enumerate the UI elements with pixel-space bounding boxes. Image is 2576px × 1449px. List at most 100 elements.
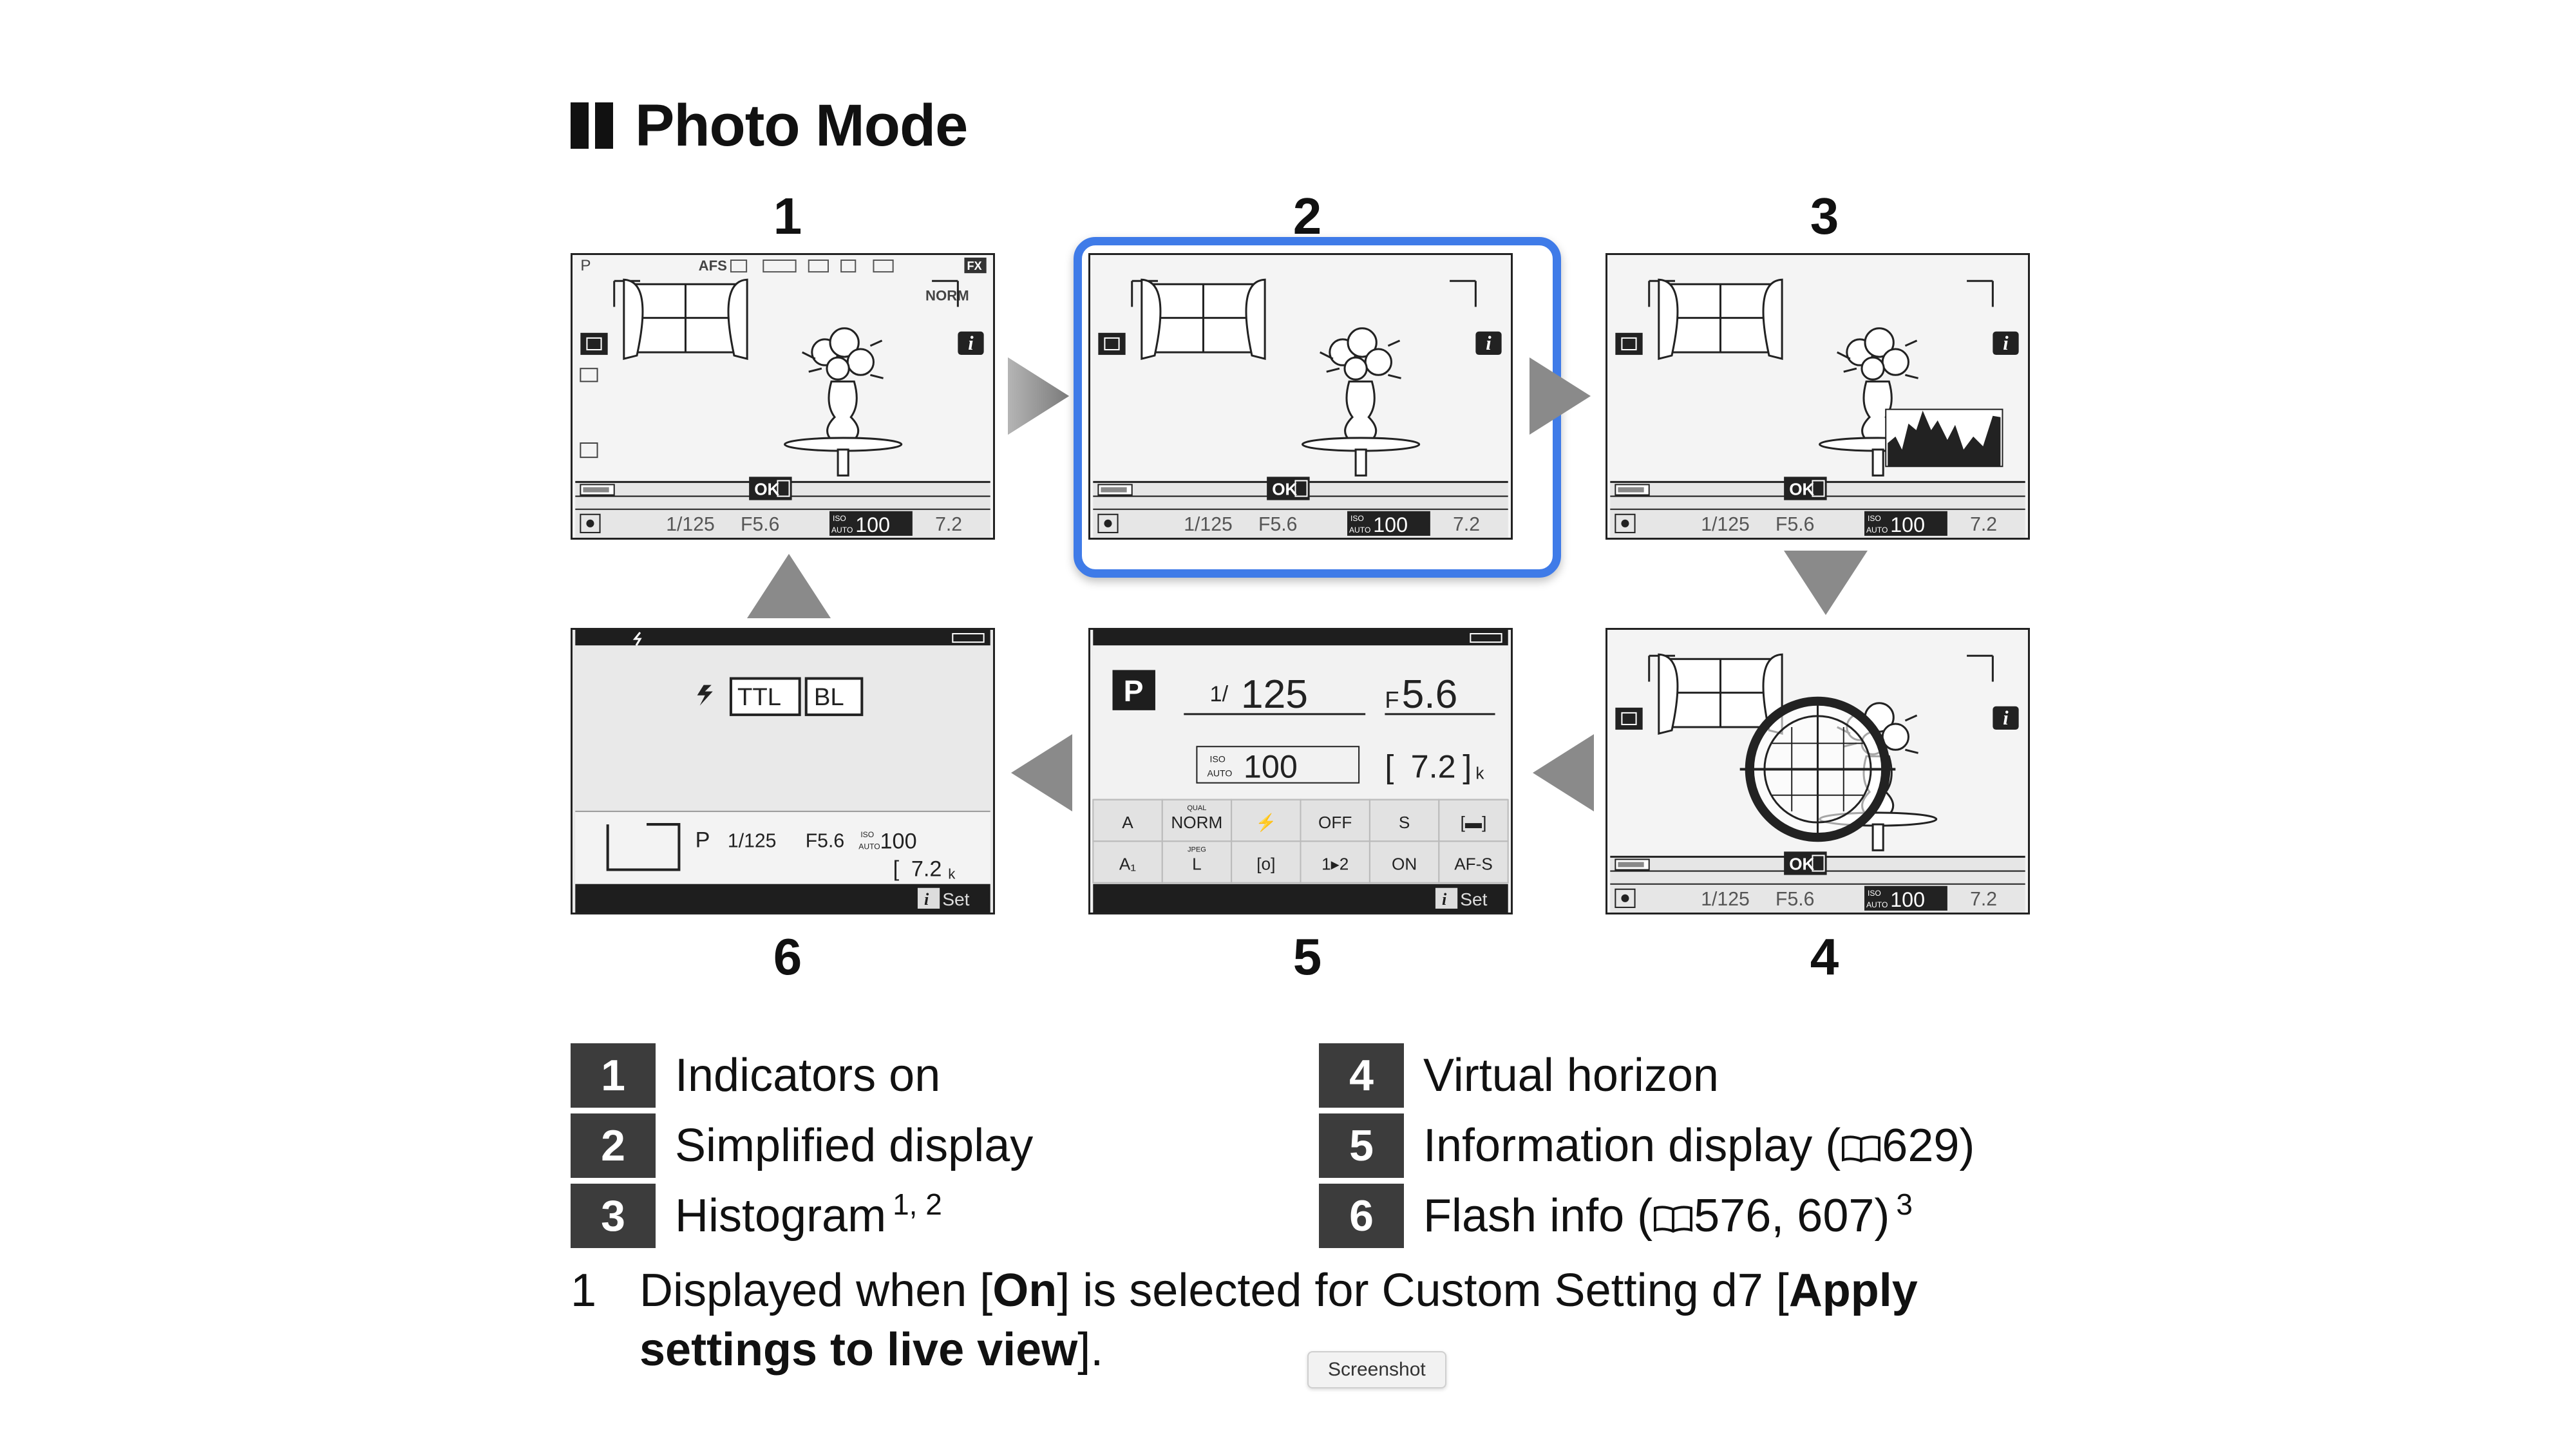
svg-text:7.2: 7.2 <box>1970 889 1997 910</box>
shots-readout: 7.2 <box>935 514 962 535</box>
legend-label: Flash info (576, 607)3 <box>1423 1188 1913 1242</box>
svg-text:100: 100 <box>1890 888 1925 911</box>
screen-number-1: 1 <box>773 187 802 245</box>
info-grid-value: A <box>1122 813 1133 832</box>
legend-number: 5 <box>1319 1113 1404 1178</box>
screen-2-simplified-display: 1/125 F5.6 ISO AUTO 100 7.2 <box>1088 253 1513 540</box>
info-grid-value: AF-S <box>1454 855 1493 874</box>
info-grid-cell <box>1438 840 1509 884</box>
svg-text:ISO: ISO <box>833 514 846 523</box>
screen-2-lcd: 1/125 F5.6 ISO AUTO 100 7.2 <box>1092 255 1510 538</box>
info-grid-sublabel: QUAL <box>1187 804 1206 812</box>
aperture-readout: F5.6 <box>741 514 779 535</box>
legend-number: 2 <box>571 1113 656 1178</box>
screen-3-lcd: 1/125 F5.6 ISO AUTO 100 7.2 <box>1609 255 2027 538</box>
info-grid-value: ON <box>1392 855 1417 874</box>
svg-text:[: [ <box>1385 748 1394 785</box>
histogram-icon <box>1885 408 2003 468</box>
svg-text:1/125: 1/125 <box>1701 889 1750 910</box>
svg-text:ISO: ISO <box>860 830 874 839</box>
svg-text:100: 100 <box>1890 513 1925 536</box>
legend-label: Indicators on <box>675 1050 941 1101</box>
svg-text:P: P <box>696 828 710 852</box>
legend-item: 6 Flash info (576, 607)3 <box>1319 1184 1975 1248</box>
page-ref: 576, 607) <box>1694 1190 1890 1242</box>
info-grid-value: [o] <box>1256 855 1275 874</box>
screen-4-lcd: 1/125 F5.6 ISO AUTO 100 7.2 <box>1609 630 2027 913</box>
area-format-indicator: FX <box>967 260 981 272</box>
legend-number: 6 <box>1319 1184 1404 1248</box>
svg-text:i: i <box>1442 890 1447 909</box>
info-grid-value: [▬] <box>1461 813 1487 832</box>
screen-number-4: 4 <box>1810 928 1839 985</box>
screen-6-flash-info: TTL BL P 1/125 F5.6 ISO AUTO 100 [ 7.2 k… <box>571 628 995 914</box>
legend-item: 4 Virtual horizon <box>1319 1043 1975 1108</box>
virtual-horizon-icon <box>1739 696 1896 842</box>
arrow-right-icon <box>1530 357 1591 435</box>
af-mode-indicator: AFS <box>699 258 727 274</box>
legend-item: 2 Simplified display <box>571 1113 1033 1178</box>
arrow-down-icon <box>1784 551 1868 615</box>
svg-text:7.2: 7.2 <box>1453 514 1480 535</box>
svg-text:F5.6: F5.6 <box>1258 514 1297 535</box>
svg-text:1/125: 1/125 <box>1701 514 1750 535</box>
arrow-right-icon <box>1008 357 1069 435</box>
svg-text:AUTO: AUTO <box>1866 526 1888 535</box>
svg-text:k: k <box>948 866 956 882</box>
svg-text:F5.6: F5.6 <box>1776 889 1814 910</box>
page-heading: Photo Mode <box>571 90 968 161</box>
bottom-fade <box>0 1378 2576 1449</box>
svg-text:1/: 1/ <box>1210 682 1229 706</box>
legend-item: 1 Indicators on <box>571 1043 1033 1108</box>
screen-6-lcd: TTL BL P 1/125 F5.6 ISO AUTO 100 [ 7.2 k… <box>575 630 990 913</box>
svg-text:AUTO: AUTO <box>831 526 853 535</box>
info-aperture: 5.6 <box>1402 672 1458 717</box>
legend-footnote-ref: 1, 2 <box>893 1188 942 1221</box>
svg-text:F5.6: F5.6 <box>806 830 844 851</box>
flash-ttl: TTL <box>737 683 781 711</box>
shutter-readout: 1/125 <box>666 514 715 535</box>
svg-text:ISO: ISO <box>1868 514 1881 523</box>
legend-label: Simplified display <box>675 1120 1034 1171</box>
screen-3-histogram: 1/125 F5.6 ISO AUTO 100 7.2 <box>1605 253 2030 540</box>
info-grid-value: 1▸2 <box>1321 855 1349 874</box>
svg-text:100: 100 <box>1373 513 1408 536</box>
svg-text:]: ] <box>1463 748 1472 785</box>
legend-label: Information display (629) <box>1423 1120 1975 1171</box>
svg-text:ISO: ISO <box>1210 753 1226 764</box>
quality-indicator: NORM <box>925 287 969 303</box>
svg-text:100: 100 <box>880 829 917 853</box>
legend-right: 4 Virtual horizon 5 Information display … <box>1319 1043 1975 1248</box>
info-set-label: Set <box>1460 889 1487 909</box>
svg-text:F: F <box>1385 687 1399 713</box>
book-icon <box>1841 1122 1882 1163</box>
svg-text:AUTO: AUTO <box>858 842 880 851</box>
info-shutter: 125 <box>1241 672 1308 717</box>
legend-footnote-ref: 3 <box>1896 1188 1913 1221</box>
info-grid-value: S <box>1399 813 1410 832</box>
info-grid-value: L <box>1192 855 1202 874</box>
info-grid-value: OFF <box>1318 813 1352 832</box>
screen-number-6: 6 <box>773 928 802 985</box>
mode-indicator: P <box>580 257 591 274</box>
svg-text:7.2: 7.2 <box>911 857 942 882</box>
svg-text:ISO: ISO <box>1350 514 1364 523</box>
svg-text:Set: Set <box>942 889 969 909</box>
book-icon <box>1653 1192 1694 1233</box>
legend-number: 4 <box>1319 1043 1404 1108</box>
screenshot-tooltip: Screenshot <box>1307 1351 1446 1388</box>
legend-left: 1 Indicators on 2 Simplified display 3 H… <box>571 1043 1033 1248</box>
legend-number: 1 <box>571 1043 656 1108</box>
info-iso: 100 <box>1244 748 1298 785</box>
screen-1-lcd: P AFS NORM FX 1/125 F5.6 ISO AUTO 100 7.… <box>574 255 992 538</box>
screen-number-3: 3 <box>1810 187 1839 245</box>
svg-text:AUTO: AUTO <box>1349 526 1370 535</box>
svg-text:1/125: 1/125 <box>728 830 777 851</box>
arrow-up-icon <box>747 554 831 618</box>
flash-bl: BL <box>814 683 844 711</box>
heading-bars-icon <box>571 102 613 149</box>
info-grid-sublabel: JPEG <box>1188 846 1206 853</box>
